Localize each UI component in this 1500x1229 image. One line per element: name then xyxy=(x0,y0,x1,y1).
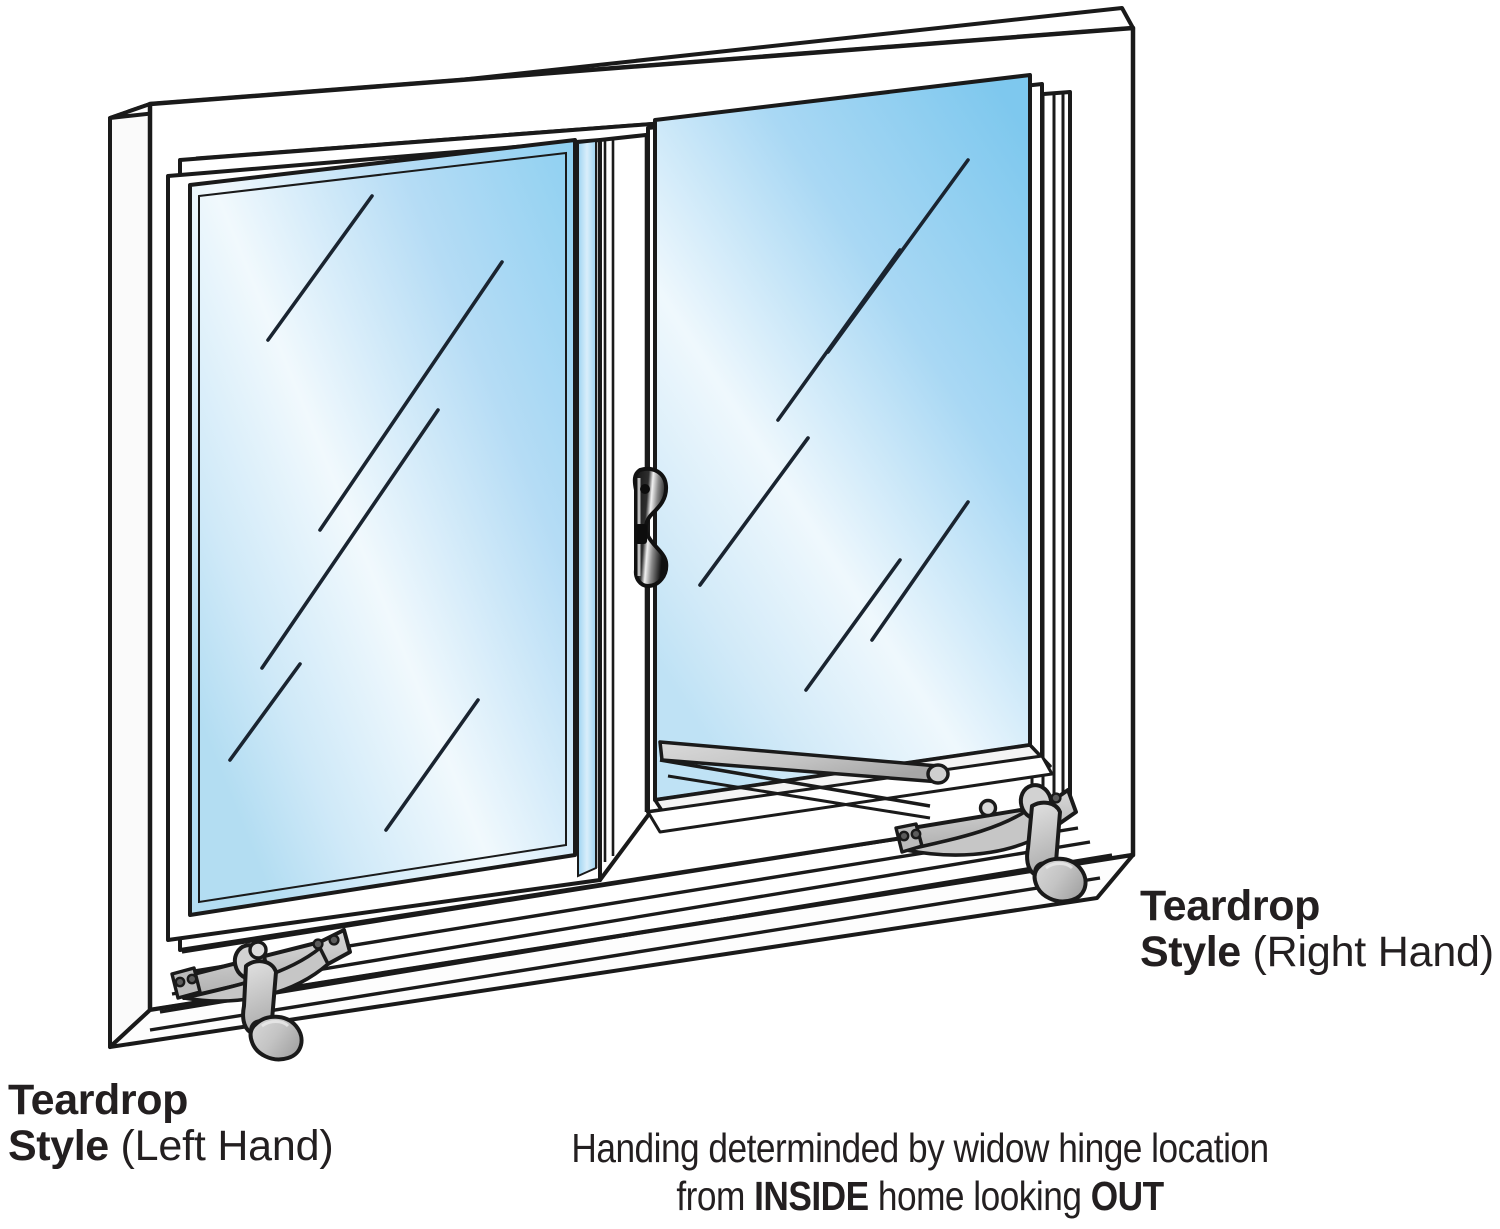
operator-extension-arm xyxy=(658,740,950,820)
handing-note-line2: from INSIDE home looking OUT xyxy=(490,1172,1350,1220)
glass-highlight-streaks-left xyxy=(228,194,504,832)
label-left-hand-qualifier: (Left Hand) xyxy=(108,1121,334,1170)
glass-highlight-streaks-right xyxy=(698,158,970,692)
label-right-line2: Style (Right Hand) xyxy=(1140,927,1500,976)
label-right-style-word: Style xyxy=(1140,927,1241,976)
label-right-line1: Teardrop xyxy=(1140,882,1320,930)
label-teardrop-left-hand: Teardrop Style (Left Hand) xyxy=(8,1076,438,1170)
handing-note: Handing determinded by widow hinge locat… xyxy=(490,1124,1350,1221)
note-inside-word: INSIDE xyxy=(754,1173,869,1220)
label-teardrop-right-hand: Teardrop Style (Right Hand) xyxy=(1140,882,1500,976)
note-from-word: from xyxy=(676,1173,755,1220)
label-left-line2: Style (Left Hand) xyxy=(8,1121,438,1170)
teardrop-crank-handle-right[interactable] xyxy=(894,782,1088,904)
label-left-line1: Teardrop xyxy=(8,1076,188,1124)
note-middle-words: home looking xyxy=(868,1173,1091,1220)
label-left-style-word: Style xyxy=(8,1121,109,1170)
note-out-word: OUT xyxy=(1090,1173,1164,1220)
sash-lock-handle[interactable] xyxy=(632,466,669,588)
handing-note-line1: Handing determinded by widow hinge locat… xyxy=(571,1125,1269,1171)
teardrop-crank-handle-left[interactable] xyxy=(170,928,352,1062)
operating-right-sash xyxy=(646,73,1054,834)
fixed-left-sash xyxy=(166,138,602,942)
label-right-hand-qualifier: (Right Hand) xyxy=(1240,927,1495,976)
